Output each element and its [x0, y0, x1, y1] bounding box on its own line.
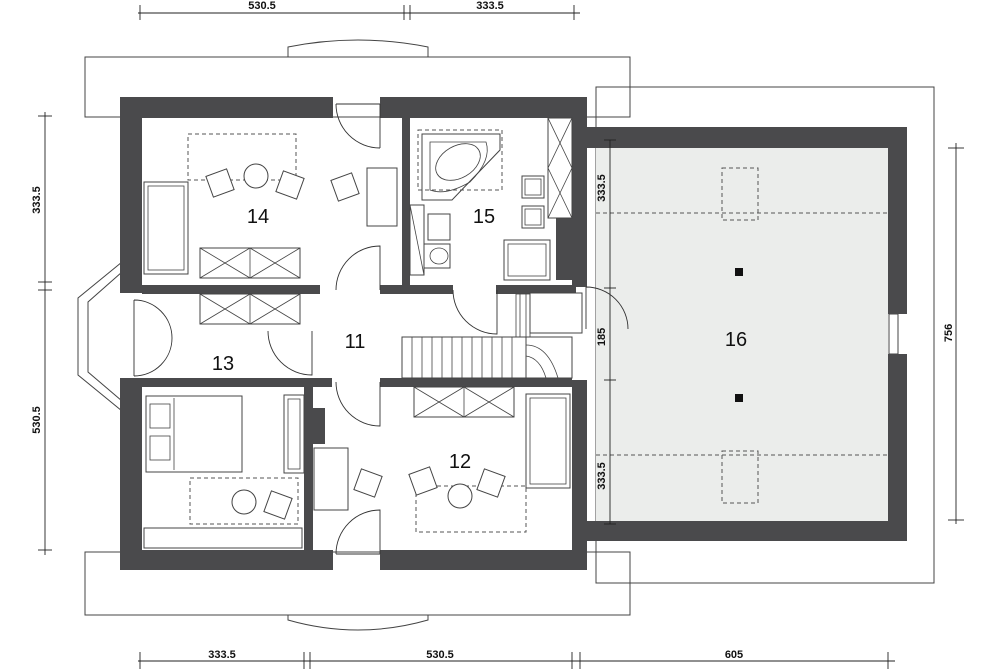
dim-bottom-right: 605 — [725, 649, 743, 661]
dim-bottom-left: 333.5 — [208, 649, 236, 661]
roof-outline — [77, 39, 935, 631]
dim-top-left: 530.5 — [248, 0, 276, 12]
room-12-furniture — [313, 386, 571, 533]
dim-top-right: 333.5 — [476, 0, 504, 12]
doors — [133, 103, 629, 555]
dim-left-lower: 530.5 — [31, 406, 43, 434]
room-13-furniture — [143, 293, 305, 549]
dim-right-total: 756 — [943, 324, 955, 342]
room-label-14: 14 — [247, 206, 269, 228]
walls — [120, 97, 907, 570]
dim-garage-lower: 333.5 — [596, 462, 608, 490]
column-marker — [735, 394, 743, 402]
dimension-lines — [38, 5, 964, 669]
dim-garage-upper: 333.5 — [596, 174, 608, 202]
dim-garage-mid: 185 — [596, 328, 608, 346]
staircase — [401, 292, 583, 379]
garage-room — [596, 138, 899, 524]
room-14-furniture — [143, 133, 398, 279]
room-label-11: 11 — [345, 331, 366, 353]
room-label-16: 16 — [725, 329, 747, 351]
dim-left-upper: 333.5 — [31, 186, 43, 214]
column-marker — [735, 268, 743, 276]
dim-bottom-mid: 530.5 — [426, 649, 454, 661]
room-label-13: 13 — [212, 353, 234, 375]
room-label-12: 12 — [449, 451, 471, 473]
room-label-15: 15 — [473, 206, 495, 228]
room-15-bathroom — [409, 117, 573, 281]
